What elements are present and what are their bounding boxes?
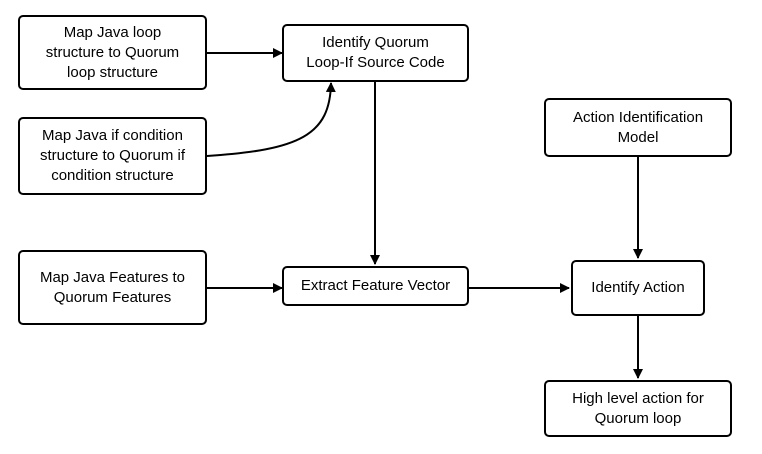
node-action-model-label: Action Identification Model bbox=[572, 108, 704, 146]
node-map-loop: Map Java loop structure to Quorum loop s… bbox=[18, 15, 207, 90]
node-high-level: High level action for Quorum loop bbox=[544, 380, 732, 437]
node-identify-action: Identify Action bbox=[571, 260, 705, 316]
node-action-model: Action Identification Model bbox=[544, 98, 732, 157]
node-identify-action-label: Identify Action bbox=[591, 279, 685, 296]
node-map-if-label: Map Java if condition structure to Quoru… bbox=[39, 127, 186, 184]
node-map-if: Map Java if condition structure to Quoru… bbox=[18, 117, 207, 195]
node-map-features-label: Map Java Features to Quorum Features bbox=[39, 268, 186, 306]
edge-map-if-to-identify-source bbox=[206, 82, 336, 157]
node-identify-source: Identify Quorum Loop-If Source Code bbox=[282, 24, 469, 82]
node-high-level-label: High level action for Quorum loop bbox=[572, 389, 704, 427]
node-identify-source-label: Identify Quorum Loop-If Source Code bbox=[306, 34, 445, 71]
node-extract-vector-label: Extract Feature Vector bbox=[300, 277, 451, 294]
node-map-loop-label: Map Java loop structure to Quorum loop s… bbox=[45, 23, 180, 81]
node-map-features: Map Java Features to Quorum Features bbox=[18, 250, 207, 325]
node-extract-vector: Extract Feature Vector bbox=[282, 266, 469, 306]
